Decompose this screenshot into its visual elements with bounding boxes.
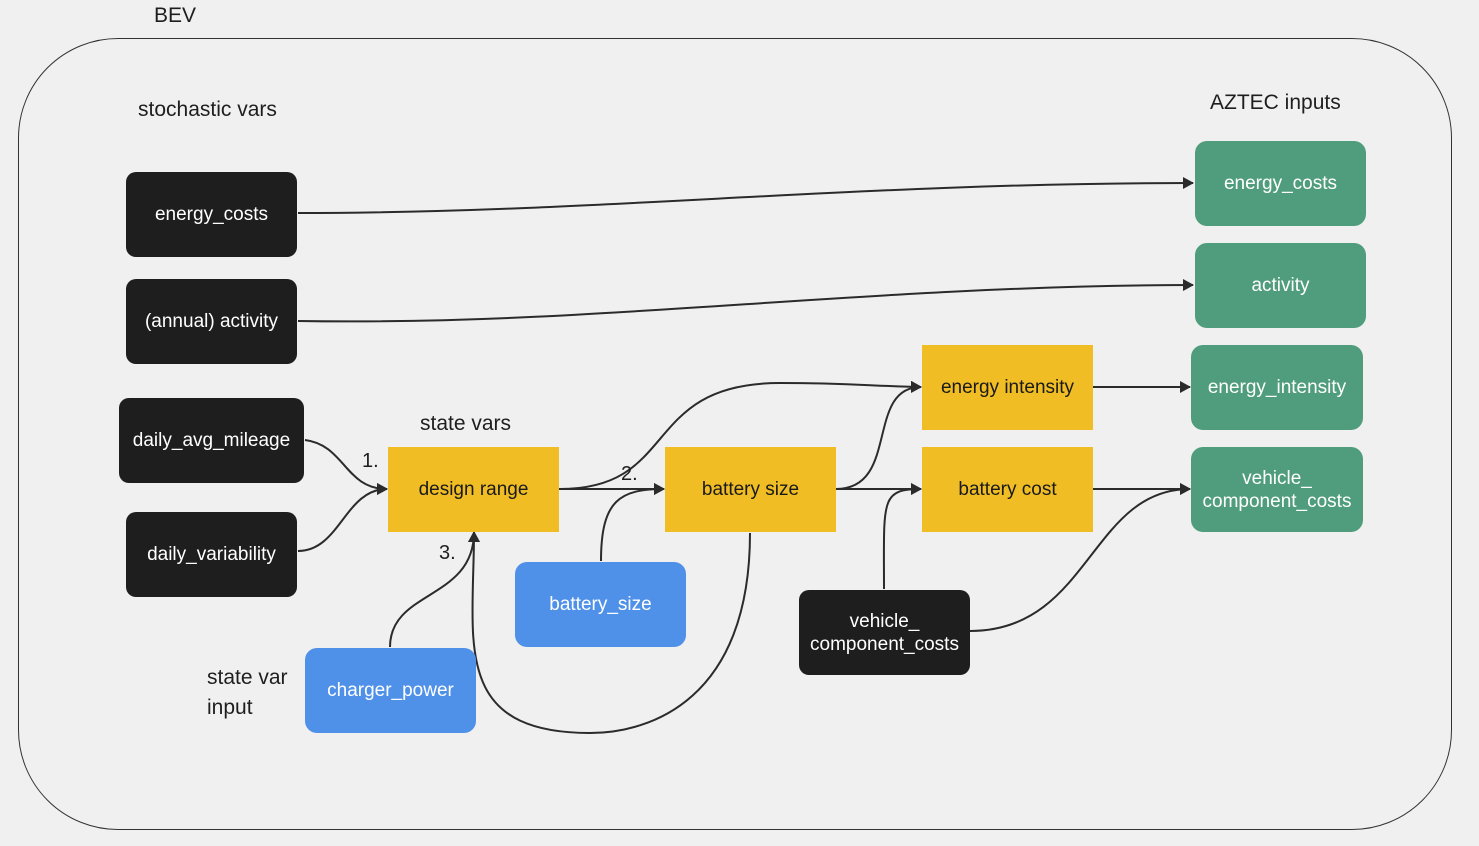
activity-output-node[interactable]: activity	[1195, 243, 1366, 328]
battery-size-state-node[interactable]: battery size	[665, 447, 836, 532]
edge-battery-size-to-energy-intensity	[835, 381, 922, 490]
step-1-label: 1.	[362, 450, 379, 472]
energy-intensity-state-node[interactable]: energy intensity	[922, 345, 1093, 430]
step-2-label: 2.	[621, 463, 638, 485]
edge-activity	[297, 279, 1194, 323]
charger-power-node[interactable]: charger_power	[305, 648, 476, 733]
aztec-inputs-label: AZTEC inputs	[1210, 91, 1341, 114]
energy-costs-output-node[interactable]: energy_costs	[1195, 141, 1366, 226]
daily-avg-mileage-node[interactable]: daily_avg_mileage	[119, 398, 304, 483]
edge-battery-size-feedback	[467, 531, 751, 735]
vehicle-component-costs-output-node[interactable]: vehicle_ component_costs	[1191, 447, 1363, 532]
energy-costs-input-node[interactable]: energy_costs	[126, 172, 297, 257]
edge-battery-size-input	[600, 483, 665, 562]
state-var-input-label: state var input	[207, 666, 288, 719]
edge-variability-to-design-range	[297, 483, 388, 552]
edge-charger-power	[389, 531, 480, 648]
daily-variability-node[interactable]: daily_variability	[126, 512, 297, 597]
design-range-node[interactable]: design range	[388, 447, 559, 532]
edge-vcc-to-output	[969, 483, 1191, 632]
bev-group-frame	[18, 38, 1452, 830]
edge-vcc-to-battery-cost	[882, 483, 922, 590]
edge-design-range-to-energy-intensity	[559, 380, 922, 490]
edge-energy-costs	[297, 177, 1194, 214]
vehicle-component-costs-input-node[interactable]: vehicle_ component_costs	[799, 590, 970, 675]
battery-cost-node[interactable]: battery cost	[922, 447, 1093, 532]
battery-size-input-node[interactable]: battery_size	[515, 562, 686, 647]
annual-activity-node[interactable]: (annual) activity	[126, 279, 297, 364]
energy-intensity-output-node[interactable]: energy_intensity	[1191, 345, 1363, 430]
state-vars-label: state vars	[420, 412, 512, 435]
edge-mileage-to-design-range	[304, 439, 388, 495]
stochastic-vars-label: stochastic vars	[138, 98, 277, 121]
step-3-label: 3.	[439, 542, 456, 564]
group-title: BEV	[154, 4, 197, 27]
